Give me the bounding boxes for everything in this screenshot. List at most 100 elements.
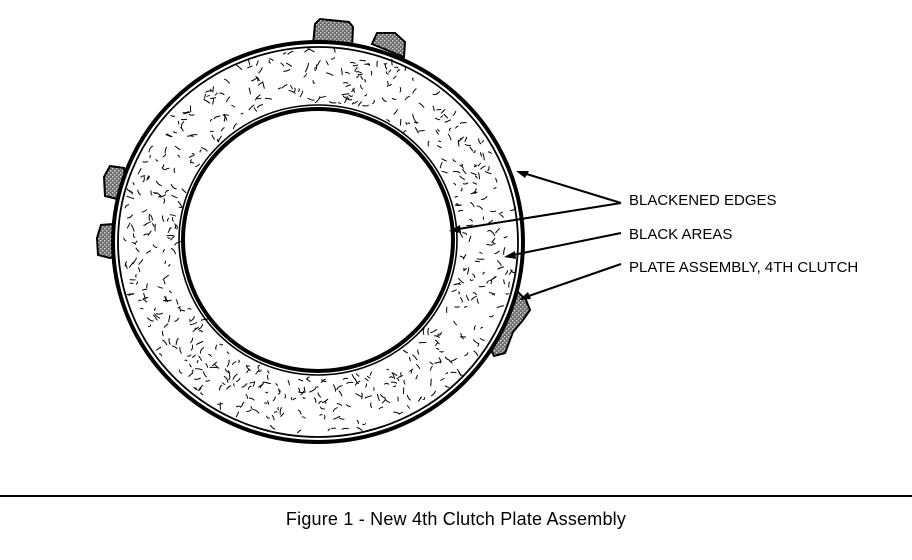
friction-speckle xyxy=(228,374,231,381)
friction-speckle xyxy=(240,403,243,408)
friction-speckle xyxy=(270,424,276,430)
friction-speckle xyxy=(356,373,360,377)
friction-speckle xyxy=(325,60,329,66)
friction-speckle xyxy=(287,379,290,386)
friction-speckle xyxy=(467,267,470,275)
friction-speckle xyxy=(459,255,465,260)
friction-speckle xyxy=(459,122,467,124)
friction-speckle xyxy=(384,383,390,385)
friction-speckle xyxy=(174,317,179,322)
friction-speckle xyxy=(124,204,130,209)
friction-speckle xyxy=(319,414,323,416)
friction-speckle xyxy=(205,90,212,93)
friction-speckle xyxy=(166,217,169,222)
friction-speckle xyxy=(191,344,194,351)
friction-speckle xyxy=(503,279,505,285)
friction-speckle xyxy=(440,109,446,114)
friction-speckle xyxy=(403,349,408,354)
friction-speckle xyxy=(194,326,199,329)
friction-speckle xyxy=(197,384,204,392)
friction-speckle xyxy=(422,397,426,400)
friction-speckle xyxy=(283,52,287,55)
friction-speckle xyxy=(412,354,418,361)
friction-speckle xyxy=(205,363,209,368)
friction-speckle xyxy=(392,372,398,376)
friction-speckle xyxy=(471,295,477,301)
friction-speckle xyxy=(479,338,485,342)
friction-speckle xyxy=(126,195,135,200)
friction-speckle xyxy=(268,60,271,64)
friction-speckle xyxy=(342,95,347,99)
friction-speckle xyxy=(210,97,217,99)
friction-speckle xyxy=(173,167,176,173)
friction-speckle xyxy=(333,415,341,420)
friction-speckle xyxy=(199,149,202,153)
friction-speckle xyxy=(284,394,287,399)
friction-speckle xyxy=(414,121,418,124)
friction-speckle xyxy=(472,182,478,185)
friction-speckle xyxy=(314,397,317,403)
friction-speckle xyxy=(494,250,500,255)
friction-speckle xyxy=(404,95,410,101)
friction-speckle xyxy=(418,102,425,108)
friction-speckle xyxy=(478,172,481,180)
friction-speckle xyxy=(177,154,180,158)
friction-speckle xyxy=(450,357,458,362)
friction-speckle xyxy=(226,351,230,355)
friction-speckle xyxy=(130,224,135,232)
friction-speckle xyxy=(345,84,352,87)
friction-speckle xyxy=(470,191,478,195)
friction-speckle xyxy=(448,127,452,132)
friction-speckle xyxy=(177,306,181,309)
friction-speckle xyxy=(444,385,450,388)
friction-speckle xyxy=(367,375,371,379)
friction-speckle xyxy=(198,355,203,361)
friction-speckle xyxy=(495,177,498,183)
friction-speckle xyxy=(352,88,355,93)
friction-speckle xyxy=(346,381,354,384)
friction-speckle xyxy=(414,127,419,134)
friction-speckle xyxy=(155,180,162,187)
friction-speckle xyxy=(456,369,461,376)
friction-speckle xyxy=(281,84,288,89)
friction-speckle xyxy=(151,223,155,227)
friction-speckle xyxy=(473,350,479,357)
friction-speckle xyxy=(364,395,372,399)
friction-speckle xyxy=(326,72,334,76)
friction-speckle xyxy=(208,354,212,357)
friction-speckle xyxy=(490,230,495,237)
friction-speckle xyxy=(146,175,150,180)
friction-speckle xyxy=(226,385,232,390)
friction-speckle xyxy=(377,393,380,402)
friction-speckle xyxy=(126,293,135,296)
friction-speckle xyxy=(396,69,401,73)
friction-texture xyxy=(123,47,517,434)
friction-speckle xyxy=(174,241,182,246)
friction-speckle xyxy=(277,407,280,410)
friction-speckle xyxy=(505,270,508,275)
arrowhead-blackened-edges-outer xyxy=(516,171,529,178)
friction-speckle xyxy=(510,269,516,274)
friction-speckle xyxy=(194,377,201,380)
friction-speckle xyxy=(468,235,472,242)
friction-speckle xyxy=(158,353,163,357)
friction-speckle xyxy=(327,428,331,432)
friction-speckle xyxy=(301,416,306,419)
friction-speckle xyxy=(250,406,253,410)
friction-speckle xyxy=(462,168,467,174)
friction-speckle xyxy=(175,337,179,346)
friction-speckle xyxy=(410,369,413,374)
friction-speckle xyxy=(469,278,474,281)
friction-speckle xyxy=(200,318,209,321)
friction-speckle xyxy=(396,377,400,382)
blackened-outer-edge xyxy=(117,46,519,438)
friction-speckle xyxy=(162,153,167,158)
friction-speckle xyxy=(252,381,255,387)
friction-speckle xyxy=(441,158,447,162)
friction-speckle xyxy=(384,398,390,403)
friction-speckle xyxy=(258,369,262,372)
friction-speckle xyxy=(190,337,194,344)
friction-speckle xyxy=(488,219,493,224)
friction-speckle xyxy=(472,339,479,344)
friction-speckle xyxy=(175,224,178,230)
